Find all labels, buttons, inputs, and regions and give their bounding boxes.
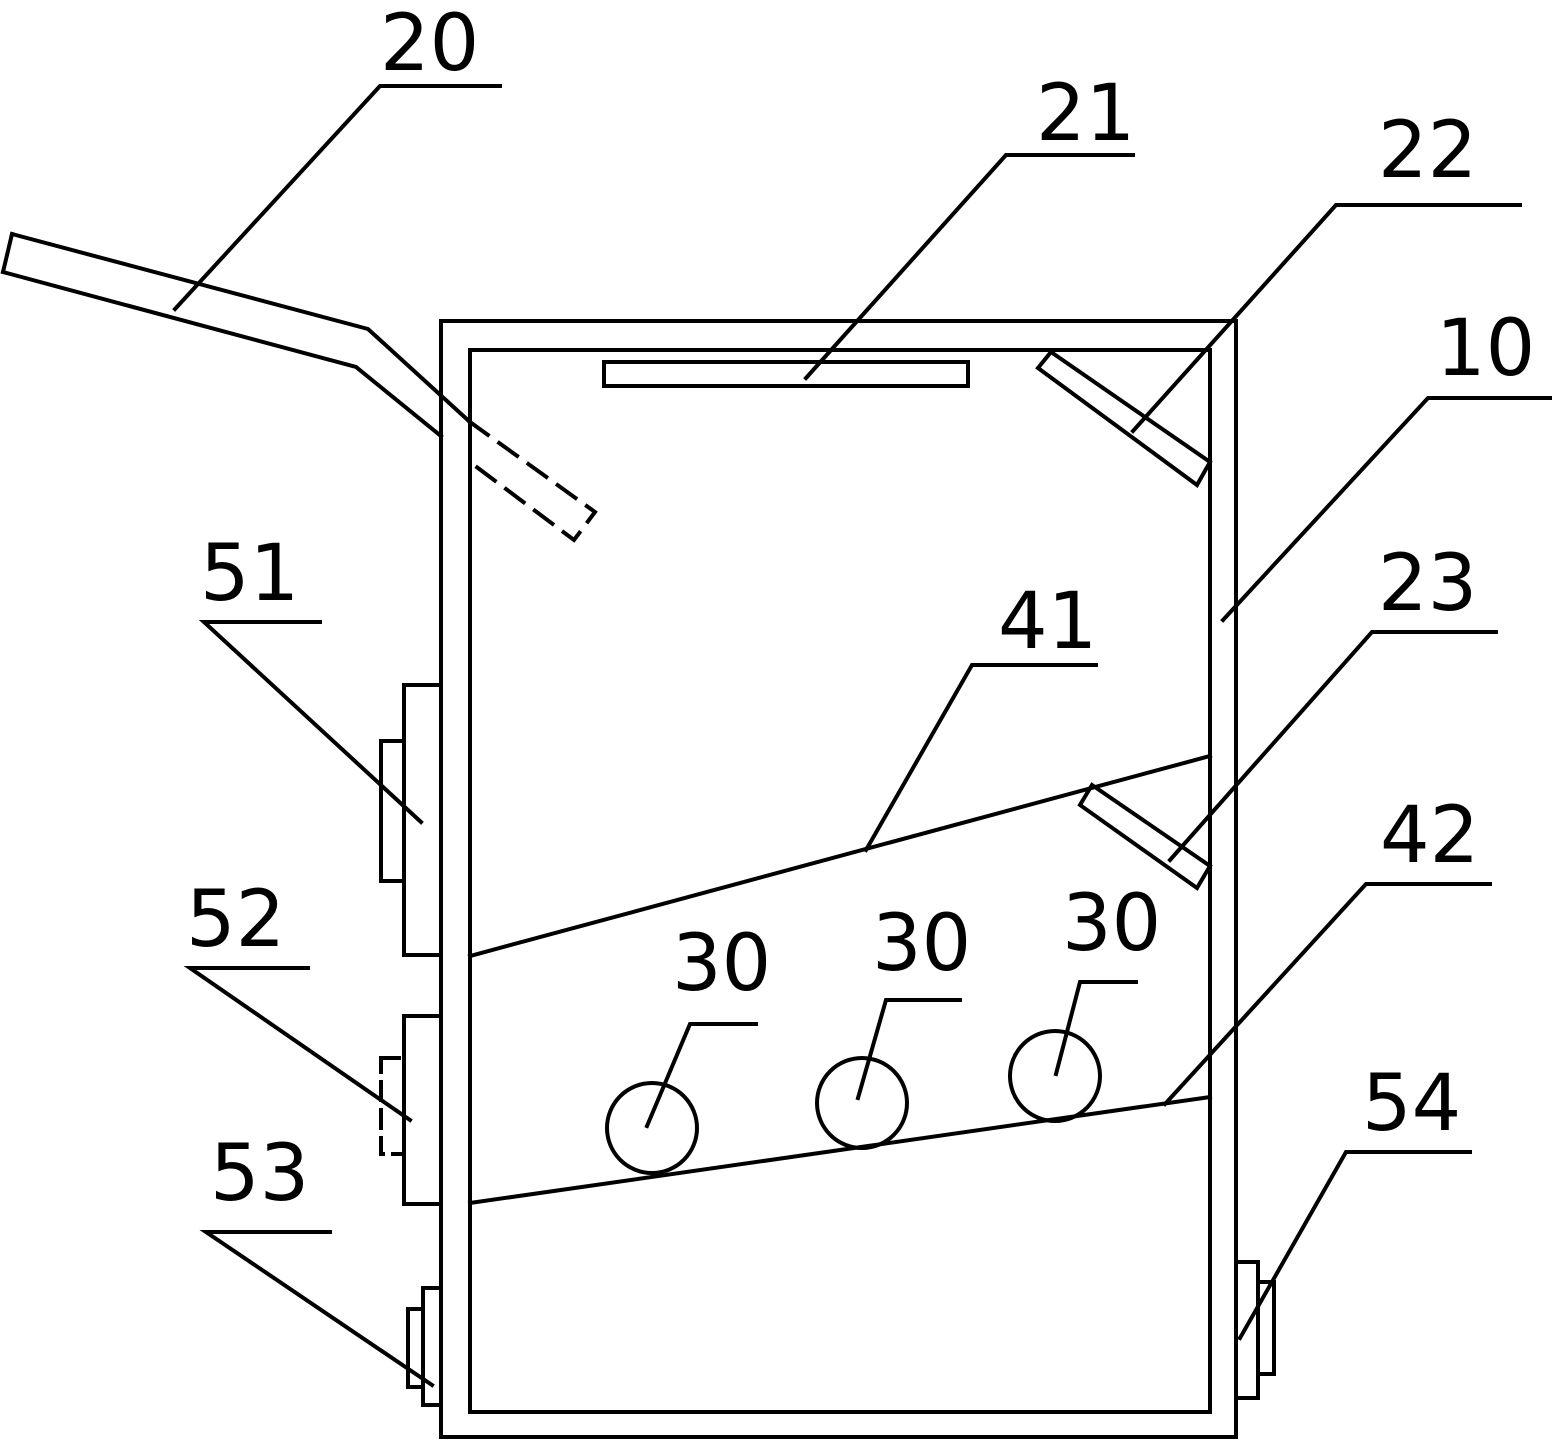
label-53: 53 — [210, 1129, 309, 1219]
attachment-52 — [379, 1014, 443, 1206]
leader-53 — [199, 1230, 435, 1388]
attachment-54 — [1234, 1260, 1276, 1400]
leader-30a — [644, 1022, 758, 1129]
rod-20 — [0, 231, 598, 543]
ball-30-left — [605, 1081, 699, 1175]
label-30-right: 30 — [1062, 879, 1161, 969]
label-54: 54 — [1362, 1059, 1461, 1149]
leader-10 — [1220, 396, 1552, 623]
leader-lines — [172, 84, 1552, 1388]
leader-51 — [198, 620, 424, 825]
plate-21 — [602, 360, 970, 388]
label-52: 52 — [186, 875, 285, 965]
label-42: 42 — [1380, 791, 1479, 881]
callout-labels: 20 21 22 10 51 41 23 52 30 30 30 42 53 5… — [186, 0, 1535, 1219]
label-30-middle: 30 — [872, 899, 971, 989]
leader-21 — [803, 153, 1135, 381]
leader-30c — [1053, 980, 1138, 1077]
label-10: 10 — [1436, 304, 1535, 394]
angled-part-22 — [1035, 349, 1213, 488]
label-21: 21 — [1036, 69, 1135, 159]
attachment-51 — [379, 683, 443, 957]
leader-42 — [1162, 882, 1492, 1107]
leader-54 — [1237, 1150, 1472, 1341]
angled-part-23 — [1077, 782, 1213, 891]
attachment-53 — [406, 1286, 443, 1407]
label-51: 51 — [200, 529, 299, 619]
leader-41 — [863, 663, 1098, 853]
rod-lower-edge — [0, 269, 444, 439]
leader-52 — [183, 966, 413, 1123]
leader-23 — [1167, 630, 1498, 863]
partition-42 — [467, 1094, 1213, 1206]
label-41: 41 — [998, 577, 1097, 667]
ball-30-middle — [815, 1056, 909, 1150]
ball-30-right — [1008, 1029, 1102, 1123]
label-22: 22 — [1378, 106, 1477, 196]
rod-hidden-part — [467, 419, 598, 543]
leader-22 — [1130, 203, 1522, 434]
label-30-left: 30 — [672, 919, 771, 1009]
rod-upper-edge — [9, 231, 473, 425]
housing-inner-wall — [468, 348, 1212, 1414]
label-20: 20 — [380, 0, 479, 89]
leader-20 — [172, 84, 502, 312]
leader-30b — [855, 998, 962, 1101]
partition-41 — [467, 753, 1213, 959]
label-23: 23 — [1378, 539, 1477, 629]
rod-end-cap — [0, 231, 15, 275]
